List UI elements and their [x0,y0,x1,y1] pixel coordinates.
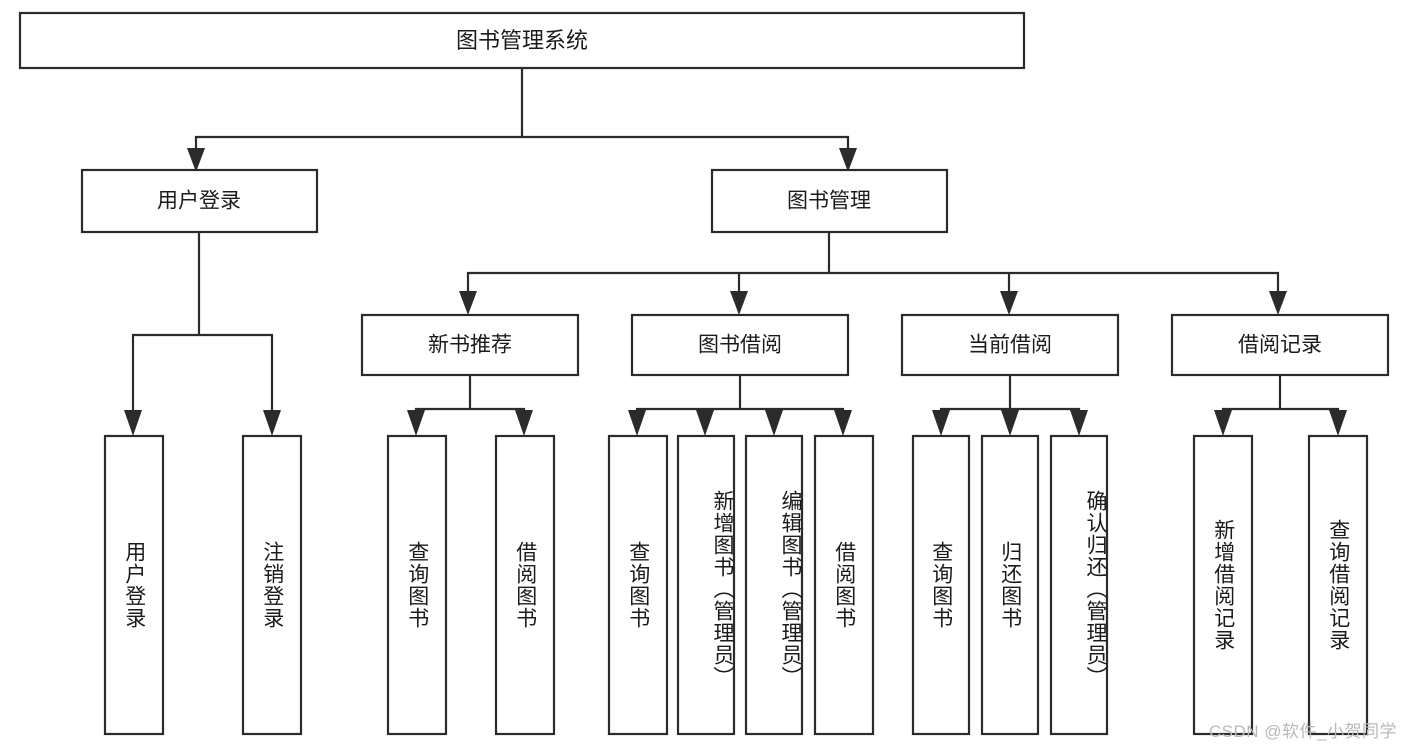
node-book-manage-box[interactable] [710,168,949,234]
leaf-borrow-book-1-box[interactable] [494,434,556,736]
leaf-confirm-return-box[interactable] [1049,434,1109,736]
leaf-query-book-3-box[interactable] [911,434,971,736]
leaf-query-record-box[interactable] [1307,434,1369,736]
leaf-return-book-box[interactable] [980,434,1040,736]
connector-bookmanage-to-level3 [459,230,1287,315]
connector-userlogin-to-leaves [124,230,281,436]
connector-borrowrecord-to-leaves [1214,373,1347,436]
node-root-box[interactable] [18,11,1026,70]
leaf-add-book-box[interactable] [676,434,736,736]
leaf-query-book-1-box[interactable] [386,434,448,736]
connector-bookborrow-to-leaves [628,373,852,436]
node-borrow-record-box[interactable] [1170,313,1390,377]
watermark-label: CSDN @软件_小贺同学 [1208,722,1397,741]
leaf-borrow-book-2-box[interactable] [813,434,875,736]
node-user-login-label: 用户登录 [157,190,241,213]
node-book-manage-label: 图书管理 [787,190,871,213]
node-user-login-box[interactable] [80,168,319,234]
leaf-edit-book-box[interactable] [744,434,804,736]
node-current-borrow-box[interactable] [900,313,1120,377]
leaf-query-book-2-box[interactable] [607,434,669,736]
connector-root-to-level2 [187,66,857,172]
node-new-book-rec-box[interactable] [360,313,580,377]
node-new-book-rec-label: 新书推荐 [428,334,512,357]
node-root-label: 图书管理系统 [456,28,588,53]
node-borrow-record-label: 借阅记录 [1238,334,1322,357]
connector-newbookrec-to-leaves [407,373,533,436]
node-current-borrow-label: 当前借阅 [968,334,1052,357]
node-book-borrow-label: 图书借阅 [698,334,782,357]
leaf-user-login-box[interactable] [103,434,165,736]
connector-currentborrow-to-leaves [932,373,1088,436]
node-book-borrow-box[interactable] [630,313,850,377]
leaf-add-record-box[interactable] [1192,434,1254,736]
leaf-logout-box[interactable] [241,434,303,736]
